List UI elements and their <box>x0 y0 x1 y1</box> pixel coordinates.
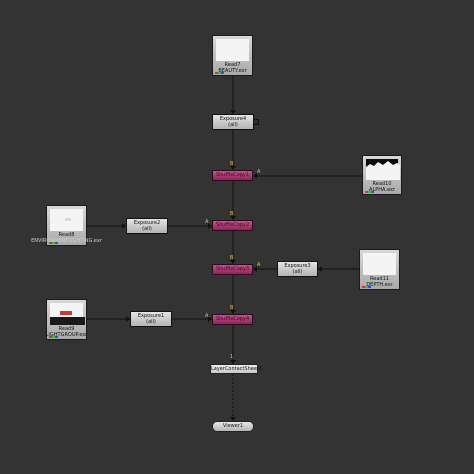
channel-red-indicator <box>49 242 52 244</box>
channel-green-indicator <box>365 286 368 288</box>
shufflecopy4-node[interactable]: ShuffleCopy4 <box>212 314 253 325</box>
read7-thumbnail <box>216 39 249 61</box>
arrow-into-exposure4 <box>230 110 236 114</box>
channel-blue-indicator <box>368 286 371 288</box>
arrow-into-viewer <box>230 417 236 421</box>
viewer1-name: Viewer1 <box>222 423 244 429</box>
read9-file: LIGHTGROUP.exr <box>45 332 88 338</box>
shufflecopy2-input-a-label: A <box>205 219 209 225</box>
arrow-into-shuffle4 <box>230 310 236 314</box>
exposure1-name: Exposure1 <box>137 313 165 319</box>
read10-node[interactable]: Read10 ALPHA.exr <box>362 155 402 195</box>
shufflecopy1-name: ShuffleCopy1 <box>215 172 250 178</box>
exposure2-name: Exposure2 <box>133 220 161 226</box>
shufflecopy4-input-b-label: B <box>230 305 234 311</box>
read8-thumbnail-detail <box>65 218 71 221</box>
read7-name: Read7 <box>224 62 241 68</box>
read8-node[interactable]: Read8 ENVIRONMENTLIGHTING.exr <box>31 205 102 246</box>
viewer1-node[interactable]: Viewer1 <box>212 421 254 432</box>
arrow-read9-exposure1 <box>126 316 130 322</box>
exposure2-node[interactable]: Exposure2 (all) <box>126 218 168 234</box>
channel-red-indicator <box>365 191 368 193</box>
read8-file: ENVIRONMENTLIGHTING.exr <box>31 238 102 244</box>
arrow-read11-exposure3 <box>318 266 322 272</box>
shufflecopy3-node[interactable]: ShuffleCopy3 <box>212 264 253 275</box>
channel-red-indicator <box>49 336 52 338</box>
exposure2-channels: (all) <box>142 226 152 232</box>
channel-green-indicator <box>52 242 55 244</box>
exposure3-name: Exposure3 <box>284 263 311 269</box>
channel-blue-indicator <box>55 242 58 244</box>
read10-name: Read10 <box>372 181 392 187</box>
read9-node[interactable]: Read9 LIGHTGROUP.exr <box>46 299 87 340</box>
shufflecopy2-name: ShuffleCopy2 <box>215 222 250 228</box>
channel-blue-indicator <box>55 336 58 338</box>
read9-thumbnail-detail <box>50 311 85 325</box>
exposure4-mask-input[interactable] <box>253 119 259 125</box>
read8-name: Read8 <box>58 232 75 238</box>
arrow-exposure2-shuffle2 <box>208 223 212 229</box>
read11-file: DEPTH.exr <box>366 282 393 288</box>
channel-blue-indicator <box>371 191 374 193</box>
read10-file: ALPHA.exr <box>369 187 395 193</box>
layercontactsheet1-name: LayerContactSheet1 <box>211 366 263 372</box>
read10-thumbnail <box>366 159 400 180</box>
shufflecopy4-name: ShuffleCopy4 <box>215 316 250 322</box>
shufflecopy1-node[interactable]: ShuffleCopy1 <box>212 170 253 181</box>
channel-green-indicator <box>52 336 55 338</box>
arrow-exposure3-shuffle3 <box>253 266 257 272</box>
channel-red-indicator <box>215 72 218 74</box>
arrow-into-contact <box>230 360 236 364</box>
exposure1-channels: (all) <box>146 319 156 325</box>
read8-thumbnail <box>50 209 83 231</box>
read7-node[interactable]: Read7 BEAUTY.exr <box>212 35 253 76</box>
exposure4-node[interactable]: Exposure4 (all) <box>212 114 254 130</box>
shufflecopy2-node[interactable]: ShuffleCopy2 <box>212 220 253 231</box>
contact-input-label: 1 <box>230 354 234 360</box>
arrow-exposure1-shuffle4 <box>208 316 212 322</box>
shufflecopy3-input-a-label: A <box>257 262 261 268</box>
channel-green-indicator <box>368 191 371 193</box>
read11-name: Read11 <box>370 276 389 282</box>
arrow-into-shuffle3 <box>230 260 236 264</box>
shufflecopy2-input-b-label: B <box>230 211 234 217</box>
read9-thumbnail <box>50 303 85 325</box>
arrow-into-shuffle2 <box>230 216 236 220</box>
channel-blue-indicator <box>221 72 224 74</box>
shufflecopy1-input-a-label: A <box>257 169 261 175</box>
channel-green-indicator <box>218 72 221 74</box>
shufflecopy3-name: ShuffleCopy3 <box>215 266 250 272</box>
exposure3-channels: (all) <box>292 269 303 275</box>
shufflecopy3-input-b-label: B <box>230 255 234 261</box>
exposure4-channels: (all) <box>228 122 238 128</box>
channel-red-indicator <box>362 286 365 288</box>
arrow-into-shuffle1 <box>230 166 236 170</box>
shufflecopy4-input-a-label: A <box>205 313 209 319</box>
read7-file: BEAUTY.exr <box>218 68 247 74</box>
exposure3-node[interactable]: Exposure3 (all) <box>277 261 318 277</box>
read10-alpha-silhouette <box>366 161 400 180</box>
shufflecopy1-input-b-label: B <box>230 161 234 167</box>
exposure4-name: Exposure4 <box>219 116 247 122</box>
read11-thumbnail <box>363 253 396 275</box>
arrow-read8-exposure2 <box>122 223 126 229</box>
read11-node[interactable]: Read11 DEPTH.exr <box>359 249 400 290</box>
arrow-read10-shuffle1 <box>253 173 257 179</box>
layercontactsheet1-node[interactable]: LayerContactSheet1 <box>210 364 263 374</box>
exposure1-node[interactable]: Exposure1 (all) <box>130 311 172 327</box>
read9-name: Read9 <box>58 326 75 332</box>
